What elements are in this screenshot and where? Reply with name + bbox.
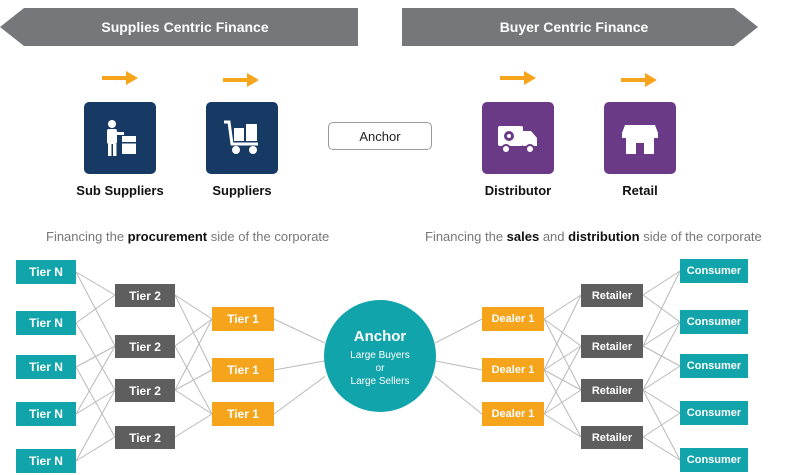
connector-line bbox=[434, 318, 483, 344]
sub-suppliers-tile bbox=[84, 102, 156, 174]
tier-2-node: Tier 2 bbox=[115, 426, 175, 449]
caption-text: Financing the bbox=[425, 229, 507, 244]
consumer-node: Consumer bbox=[680, 401, 748, 425]
tier-n-node: Tier N bbox=[16, 449, 76, 473]
tier-1-node: Tier 1 bbox=[212, 358, 274, 382]
storefront-icon bbox=[622, 125, 658, 154]
anchor-hub: Anchor Large Buyers or Large Sellers bbox=[324, 300, 436, 412]
connector-line bbox=[642, 321, 681, 347]
retailer-node: Retailer bbox=[581, 379, 643, 402]
retailer-node: Retailer bbox=[581, 426, 643, 449]
connector-line bbox=[75, 294, 116, 324]
connector-line bbox=[434, 360, 483, 371]
connector-line bbox=[75, 389, 116, 462]
delivery-truck-icon bbox=[498, 126, 537, 154]
connector-line bbox=[75, 389, 116, 415]
hub-line-2: or bbox=[375, 363, 385, 374]
tier-n-node: Tier N bbox=[16, 355, 76, 379]
connector-line bbox=[75, 345, 116, 368]
hand-truck-icon bbox=[224, 120, 258, 154]
arrow-right-icon bbox=[223, 73, 259, 87]
connector-line bbox=[642, 436, 681, 461]
distributor-label: Distributor bbox=[484, 183, 552, 198]
buyer-centric-label: Buyer Centric Finance bbox=[499, 19, 649, 35]
hub-line-3: Large Sellers bbox=[350, 376, 410, 387]
connector-line bbox=[434, 375, 483, 415]
hub-title: Anchor bbox=[353, 328, 407, 345]
anchor-pill: Anchor bbox=[328, 122, 432, 150]
connector-line bbox=[642, 270, 681, 347]
worker-with-box-icon bbox=[107, 120, 136, 156]
retailer-node: Retailer bbox=[581, 335, 643, 358]
consumer-node: Consumer bbox=[680, 354, 748, 378]
caption-text: side of the corporate bbox=[207, 229, 330, 244]
connector-line bbox=[642, 270, 681, 296]
connector-line bbox=[273, 375, 326, 415]
distributor-tile bbox=[482, 102, 554, 174]
connector-line bbox=[174, 294, 213, 320]
retailer-node: Retailer bbox=[581, 284, 643, 307]
connector-line bbox=[75, 436, 116, 462]
connector-line bbox=[543, 294, 582, 320]
tier-n-node: Tier N bbox=[16, 311, 76, 335]
connector-line bbox=[543, 294, 582, 371]
connector-line bbox=[642, 389, 681, 414]
connector-line bbox=[174, 369, 213, 391]
connector-line bbox=[174, 389, 213, 415]
dealer-node: Dealer 1 bbox=[482, 402, 544, 426]
suppliers-tile bbox=[206, 102, 278, 174]
connector-line bbox=[642, 321, 681, 391]
caption-text: side of the corporate bbox=[639, 229, 762, 244]
sales-caption: Financing the sales and distribution sid… bbox=[425, 229, 762, 244]
connector-line bbox=[642, 389, 681, 461]
dealer-node: Dealer 1 bbox=[482, 358, 544, 382]
connector-line bbox=[642, 365, 681, 391]
procurement-caption: Financing the procurement side of the co… bbox=[46, 229, 329, 244]
connector-line bbox=[543, 345, 582, 371]
connector-line bbox=[174, 318, 213, 391]
connector-line bbox=[273, 360, 326, 371]
tier-2-node: Tier 2 bbox=[115, 284, 175, 307]
hub-line-1: Large Buyers bbox=[350, 350, 410, 361]
connector-line bbox=[543, 389, 582, 415]
tier-1-node: Tier 1 bbox=[212, 307, 274, 331]
retail-label: Retail bbox=[622, 183, 658, 198]
supplies-centric-label: Supplies Centric Finance bbox=[101, 19, 269, 35]
tier-2-node: Tier 2 bbox=[115, 379, 175, 402]
caption-bold-procurement: procurement bbox=[127, 229, 208, 244]
consumer-node: Consumer bbox=[680, 310, 748, 334]
connector-line bbox=[75, 271, 116, 296]
connector-line bbox=[174, 318, 213, 347]
caption-bold-distribution: distribution bbox=[568, 229, 640, 244]
tier-2-node: Tier 2 bbox=[115, 335, 175, 358]
tier-n-node: Tier N bbox=[16, 260, 76, 284]
caption-text: and bbox=[539, 229, 569, 244]
connector-line bbox=[543, 413, 582, 438]
arrow-right-icon bbox=[500, 71, 536, 85]
tier-n-node: Tier N bbox=[16, 402, 76, 426]
arrow-right-icon bbox=[621, 73, 657, 87]
dealer-node: Dealer 1 bbox=[482, 307, 544, 331]
suppliers-label: Suppliers bbox=[212, 183, 272, 198]
connector-line bbox=[273, 318, 326, 344]
retail-tile bbox=[604, 102, 676, 174]
tier-1-node: Tier 1 bbox=[212, 402, 274, 426]
arrow-right-icon bbox=[102, 71, 138, 85]
consumer-node: Consumer bbox=[680, 259, 748, 283]
connector-line bbox=[75, 345, 116, 415]
sub-suppliers-label: Sub Suppliers bbox=[76, 183, 164, 198]
connector-line bbox=[543, 318, 582, 391]
supplies-centric-banner: Supplies Centric Finance bbox=[0, 8, 358, 46]
caption-bold-sales: sales bbox=[506, 229, 540, 244]
connector-line bbox=[543, 369, 582, 438]
caption-text: Financing the bbox=[46, 229, 128, 244]
buyer-centric-banner: Buyer Centric Finance bbox=[402, 8, 758, 46]
consumer-node: Consumer bbox=[680, 448, 748, 472]
anchor-pill-label: Anchor bbox=[359, 128, 401, 144]
connector-line bbox=[543, 345, 582, 415]
connector-line bbox=[174, 413, 213, 438]
